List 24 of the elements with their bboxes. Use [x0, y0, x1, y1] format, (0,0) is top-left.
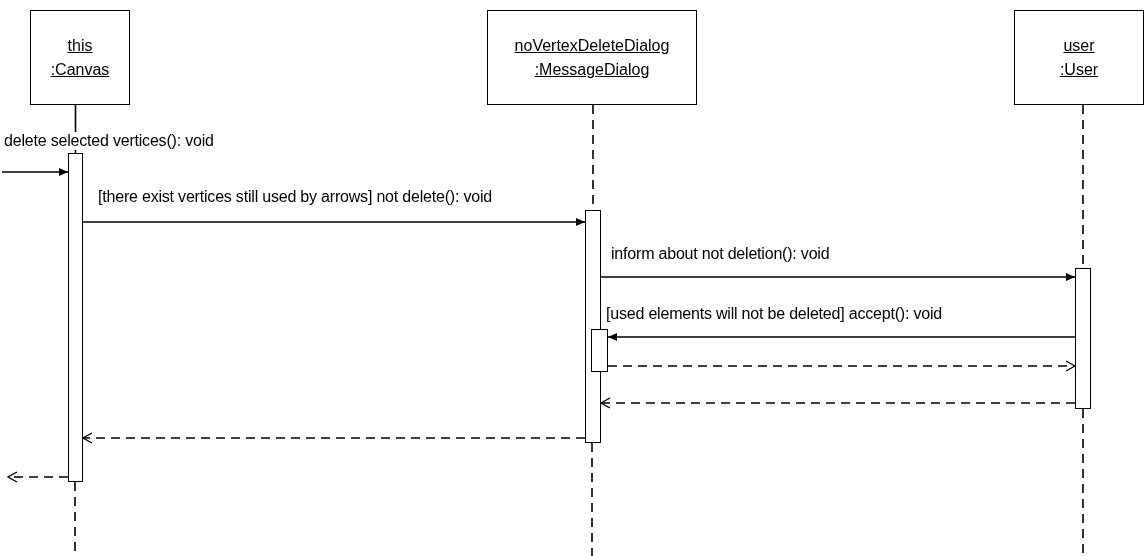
object-name: :MessageDialog: [534, 59, 650, 80]
object-name: this: [67, 35, 93, 56]
message-label: inform about not deletion(): void: [611, 245, 830, 263]
message-arrow: [1, 168, 69, 176]
message-label: [there exist vertices still used by arrows] not delete(): void: [98, 188, 492, 206]
message-arrow: [600, 397, 1076, 409]
object-name: noVertexDeleteDialog: [514, 35, 670, 56]
object-box: [1014, 10, 1144, 105]
message-label: delete selected vertices(): void: [4, 132, 214, 150]
object-box: [487, 10, 697, 105]
message-arrow: [7, 471, 69, 483]
activation-bar: [1075, 268, 1091, 409]
object-name: :Canvas: [50, 59, 110, 80]
activation-bar: [591, 329, 608, 372]
message-arrow: [607, 333, 1076, 341]
message-label: [used elements will not be deleted] accept(): void: [606, 305, 942, 323]
message-arrow: [600, 273, 1076, 281]
object-name: user: [1063, 35, 1095, 56]
message-arrow: [607, 360, 1076, 372]
object-box: [30, 10, 130, 105]
message-arrow: [82, 218, 586, 226]
message-arrow: [82, 432, 586, 444]
activation-bar: [68, 153, 83, 482]
object-name: :User: [1059, 59, 1099, 80]
